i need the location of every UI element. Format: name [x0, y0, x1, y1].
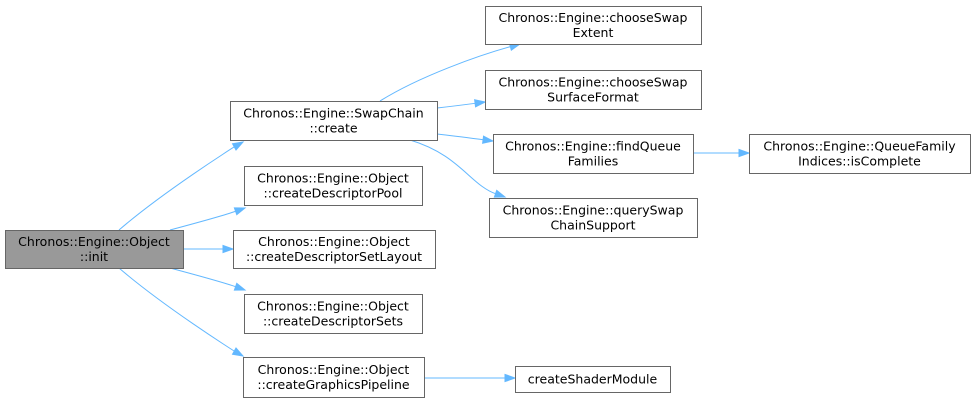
node-swapchain-create[interactable]: Chronos::Engine::SwapChain::create: [230, 101, 438, 141]
node-box: [230, 101, 438, 141]
node-label-line: Families: [568, 154, 619, 169]
edge-find-queue-families-to-queue-family-is-complete: [693, 148, 751, 158]
edge-line: [436, 133, 485, 141]
edge-arrowhead: [474, 99, 487, 108]
node-box: [489, 198, 698, 238]
edge-line: [436, 102, 477, 109]
edge-line: [409, 139, 497, 195]
node-init: Chronos::Engine::Object::init: [5, 230, 184, 269]
edge-init-to-swapchain-create: [118, 141, 245, 231]
node-box: [233, 230, 436, 269]
node-label-line: Chronos::Engine::QueueFamily: [763, 139, 956, 154]
edge-line: [118, 267, 236, 353]
edge-line: [379, 45, 512, 102]
node-label-line: Extent: [573, 25, 614, 40]
edge-arrowhead: [233, 207, 247, 216]
node-label-line: Chronos::Engine::SwapChain: [243, 106, 423, 121]
edge-arrowhead: [738, 148, 751, 158]
node-label-line: ::create: [309, 121, 357, 136]
node-create-descriptor-sets[interactable]: Chronos::Engine::Object::createDescripto…: [244, 294, 423, 334]
nodes-layer: Chronos::Engine::Object::initChronos::En…: [5, 6, 971, 398]
edge-init-to-create-descriptor-sets: [169, 267, 247, 291]
node-box: [244, 166, 423, 206]
node-box: [749, 134, 971, 174]
node-box: [485, 70, 702, 110]
node-label-line: Chronos::Engine::Object: [258, 362, 410, 377]
edge-line: [169, 210, 237, 231]
edge-arrowhead: [493, 189, 507, 198]
node-label-line: ::init: [80, 249, 108, 264]
node-label-line: createShaderModule: [528, 372, 658, 387]
node-label-line: ::createDescriptorSets: [263, 314, 403, 329]
node-box: [493, 134, 694, 174]
edge-arrowhead: [482, 135, 495, 144]
edge-arrowhead: [231, 141, 245, 151]
edge-arrowhead: [504, 373, 517, 383]
edge-swapchain-create-to-choose-swap-surface-format: [436, 99, 487, 109]
node-box: [485, 6, 702, 45]
node-label-line: ::createGraphicsPipeline: [257, 377, 410, 392]
node-queue-family-is-complete[interactable]: Chronos::Engine::QueueFamilyIndices::isC…: [749, 134, 971, 174]
node-label-line: SurfaceFormat: [547, 90, 639, 105]
edges-layer: [118, 42, 751, 383]
edge-line: [118, 145, 236, 231]
node-create-graphics-pipeline[interactable]: Chronos::Engine::Object::createGraphicsP…: [243, 357, 425, 398]
node-box: [5, 230, 184, 269]
edge-init-to-create-descriptor-set-layout: [183, 244, 235, 254]
edge-swapchain-create-to-query-swap-chain-support: [409, 139, 507, 198]
node-label-line: ChainSupport: [550, 218, 635, 233]
node-label-line: Chronos::Engine::chooseSwap: [499, 75, 688, 90]
edge-init-to-create-graphics-pipeline: [118, 267, 245, 357]
node-box: [244, 294, 423, 334]
node-create-shader-module[interactable]: createShaderModule: [515, 366, 671, 393]
node-label-line: Chronos::Engine::chooseSwap: [499, 10, 688, 25]
node-label-line: Chronos::Engine::querySwap: [503, 203, 684, 218]
edge-arrowhead: [233, 282, 247, 291]
edge-arrowhead: [231, 347, 245, 357]
node-label-line: Chronos::Engine::Object: [257, 171, 409, 186]
node-create-descriptor-set-layout[interactable]: Chronos::Engine::Object::createDescripto…: [233, 230, 436, 269]
node-label-line: Chronos::Engine::Object: [18, 234, 170, 249]
node-box: [243, 357, 425, 398]
node-label-line: Chronos::Engine::Object: [257, 299, 409, 314]
edge-line: [169, 267, 237, 288]
edge-arrowhead: [222, 244, 235, 254]
edge-init-to-create-descriptor-pool: [169, 207, 247, 231]
edge-swapchain-create-to-find-queue-families: [436, 133, 495, 144]
node-create-descriptor-pool[interactable]: Chronos::Engine::Object::createDescripto…: [244, 166, 423, 206]
node-label-line: ::createDescriptorSetLayout: [246, 249, 422, 264]
node-label-line: Indices::isComplete: [798, 154, 921, 169]
edge-create-graphics-pipeline-to-create-shader-module: [424, 373, 517, 383]
node-label-line: ::createDescriptorPool: [264, 186, 403, 201]
node-label-line: Chronos::Engine::Object: [258, 234, 410, 249]
node-box: [515, 366, 671, 393]
node-label-line: Chronos::Engine::findQueue: [505, 139, 681, 154]
